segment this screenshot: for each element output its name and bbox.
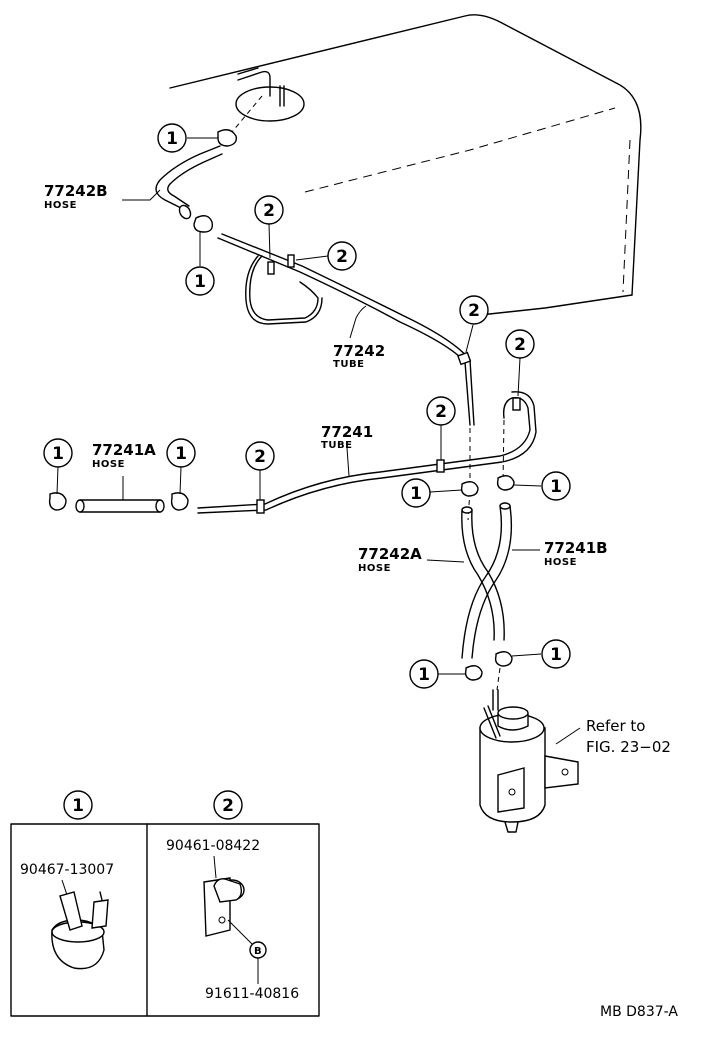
label-77242a-name: HOSE	[358, 563, 391, 574]
callout-clamp-5: 1	[410, 484, 422, 504]
crossing-hoses-drawing	[461, 502, 513, 659]
clip-detail-drawing: B	[203, 855, 267, 984]
reference-line-1: Refer to	[586, 717, 645, 735]
legend-callout-clip: 2	[222, 796, 234, 816]
figure-code: MB D837-A	[600, 1004, 678, 1020]
callout-clip-6: 2	[254, 447, 266, 467]
clamp-lower-left	[464, 665, 483, 681]
legend-box: 1 2 90467-13007 90461-08422 91611-40816 …	[10, 790, 320, 1017]
callout-clamp-7: 1	[418, 665, 430, 685]
callout-clip-4: 2	[514, 335, 526, 355]
callout-clamp-6: 1	[550, 477, 562, 497]
callout-clamp-4: 1	[175, 444, 187, 464]
clamp-upper-left	[193, 215, 214, 233]
callout-clamp-1: 1	[166, 129, 178, 149]
callout-clamp-8: 1	[550, 645, 562, 665]
callout-clip-3: 2	[468, 301, 480, 321]
label-77242-number: 77242	[333, 342, 385, 360]
hose-77242b-drawing	[155, 145, 223, 220]
legend-clip-part-number: 90461-08422	[166, 838, 260, 854]
tank-fitting	[231, 67, 305, 133]
label-77242b-name: HOSE	[44, 200, 77, 211]
callout-clamp-2: 1	[194, 272, 206, 292]
callout-clip-5: 2	[435, 402, 447, 422]
clamp-left-1	[48, 492, 67, 511]
clamp-left-2	[170, 492, 189, 511]
callout-layer: 1 1 1 1 1 1 1 1 2 2 2 2 2 2	[43, 123, 581, 745]
label-77242a-number: 77242A	[358, 545, 422, 563]
tank-outline	[169, 14, 642, 316]
legend-callout-clamp: 1	[72, 796, 84, 816]
clamp-top	[217, 129, 238, 147]
label-77241a-number: 77241A	[92, 441, 156, 459]
label-77241a-name: HOSE	[92, 459, 125, 470]
label-77241b-number: 77241B	[544, 539, 608, 557]
tube-77242-drawing	[217, 233, 475, 426]
callout-clip-1: 2	[263, 201, 275, 221]
part-labels: 77242B HOSE 77242 TUBE 77241A HOSE 77241…	[44, 182, 671, 756]
clamp-lower-right	[494, 651, 513, 667]
callout-clamp-3: 1	[52, 444, 64, 464]
clamp-mid-left	[460, 481, 479, 497]
label-77241b-name: HOSE	[544, 557, 577, 568]
reference-line-2: FIG. 23−02	[586, 738, 671, 756]
clamp-detail-drawing	[51, 879, 109, 970]
hose-77241a-drawing	[75, 499, 165, 513]
label-77241-name: TUBE	[321, 440, 352, 451]
label-77242-name: TUBE	[333, 359, 364, 370]
legend-callout-bolt: B	[254, 946, 262, 957]
legend-clamp-part-number: 90467-13007	[20, 862, 114, 878]
tube-77241-drawing	[197, 391, 537, 521]
clamp-mid-right	[496, 475, 515, 491]
reservoir-drawing	[479, 689, 579, 833]
legend-bolt-part-number: 91611-40816	[205, 986, 299, 1002]
callout-clip-2: 2	[336, 247, 348, 267]
label-77241-number: 77241	[321, 423, 373, 441]
label-77242b-number: 77242B	[44, 182, 108, 200]
